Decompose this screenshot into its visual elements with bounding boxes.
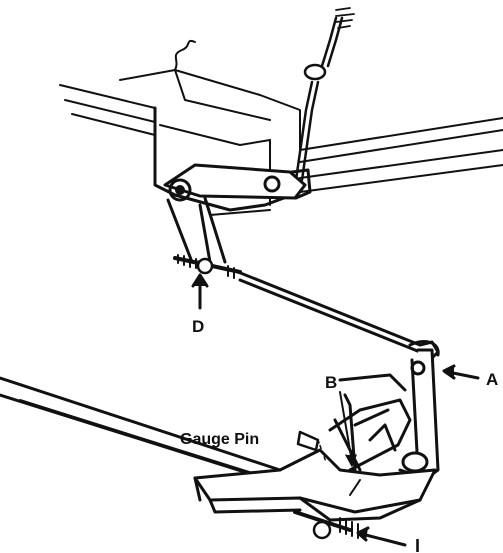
label-d: D <box>192 317 204 336</box>
label-i: I <box>415 536 420 553</box>
throttle-base <box>193 448 437 522</box>
connecting-rod <box>236 270 440 364</box>
label-gauge-pin: Gauge Pin <box>180 431 259 448</box>
label-arrows <box>191 273 480 547</box>
upper-lever <box>163 163 312 264</box>
arrow-i <box>360 532 407 547</box>
label-b: B <box>325 373 337 392</box>
label-a: A <box>486 370 498 389</box>
idle-screw-i <box>293 479 361 540</box>
adjusting-screw-d <box>173 254 242 279</box>
gauge-pin <box>296 430 327 463</box>
choke-rod <box>294 7 355 182</box>
arrow-b <box>339 391 353 463</box>
